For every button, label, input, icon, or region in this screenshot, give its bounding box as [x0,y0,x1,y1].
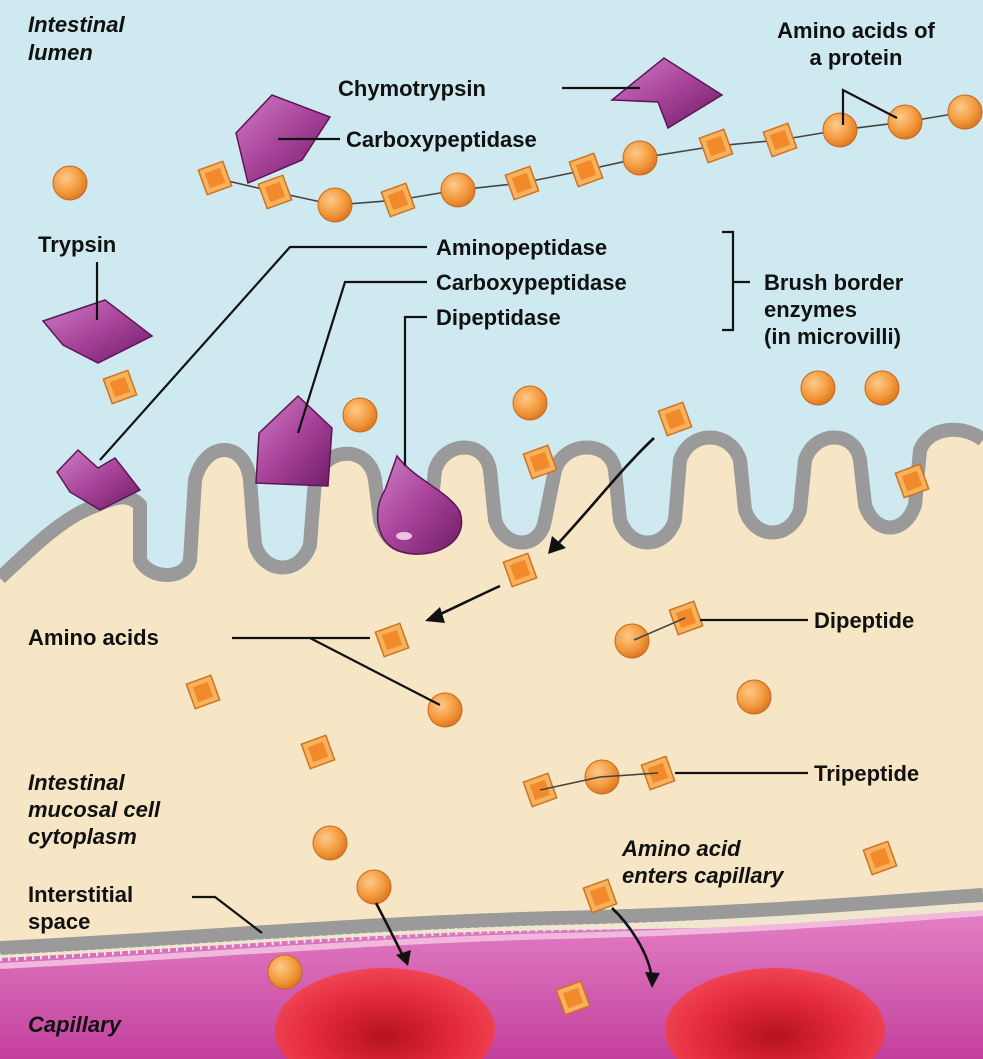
lumen-region-label: lumen [28,40,93,65]
amino-acid-cube-icon [657,401,693,437]
brush-border-label: enzymes [764,297,857,322]
amino-acid-sphere-icon [822,112,858,148]
amino-acid-cube-icon [374,622,410,658]
lumen-region-label: Intestinal [28,12,125,37]
arrowhead [645,972,660,988]
capillary-entry-label: enters capillary [622,863,785,888]
amino-acid-sphere-icon [887,104,923,140]
brush-border-label: (in microvilli) [764,324,901,349]
carboxypeptidase-brush-label: Carboxypeptidase [436,270,627,295]
arrowhead [396,950,411,966]
red-blood-cell-icon [275,968,495,1059]
brush-border-label: Brush border [764,270,904,295]
capillary-entry-arrow [611,907,654,981]
aminopeptidase-leader [99,245,427,461]
amino-acid-cube-icon [568,152,604,188]
aminopeptidase-label: Aminopeptidase [436,235,607,260]
amino-acid-cube-icon [504,165,540,201]
chymotrypsin-label: Chymotrypsin [338,76,486,101]
amino-acids-leader [232,636,441,706]
amino-acid-sphere-icon [312,825,348,861]
tripeptide-label: Tripeptide [814,761,919,786]
enzyme-aminopeptidase-icon [56,448,142,511]
amino-acid-cube-icon [380,182,416,218]
amino-acid-cube-icon [185,674,221,710]
amino-acid-cube-icon [522,444,558,480]
cytoplasm-region-label: Intestinal [28,770,125,795]
amino-acid-sphere-icon [800,370,836,406]
enzyme-carboxypeptidase-brush-icon [255,394,333,487]
capillary-wall [0,910,983,969]
amino-acid-cube-icon [762,122,798,158]
amino-acid-sphere-icon [356,869,392,905]
dipeptide-label: Dipeptide [814,608,914,633]
amino-acid-cube-icon [555,980,591,1016]
cytoplasm-region-label: cytoplasm [28,824,137,849]
amino-acid-sphere-icon [52,165,88,201]
protein-leader [841,88,898,125]
amino-acid-cube-icon [502,552,538,588]
red-blood-cell-icon [665,968,885,1059]
amino-acid-sphere-icon [342,397,378,433]
arrowhead [548,536,566,554]
dipeptidase-label: Dipeptidase [436,305,561,330]
amino-acid-cube-icon [257,174,293,210]
carboxypeptidase-lumen-label: Carboxypeptidase [346,127,537,152]
amino-acid-sphere-icon [267,954,303,990]
capillary-entry-label: Amino acid [621,836,741,861]
arrowhead [425,607,445,623]
amino-acid-cube-icon [698,128,734,164]
amino-acid-sphere-icon [440,172,476,208]
enzyme-chymotrypsin-icon [609,57,724,130]
amino-acid-sphere-icon [736,679,772,715]
amino-acid-cube-icon [197,160,233,196]
trypsin-label: Trypsin [38,232,116,257]
amino-acid-cube-icon [894,463,930,499]
amino-acid-sphere-icon [947,94,983,130]
amino-acid-cube-icon [862,840,898,876]
interstitial-leader [192,895,263,934]
interstitial-region-label: Interstitial [28,882,133,907]
absorption-arrow [551,437,655,551]
dipeptide-bond [633,617,686,641]
amino-acid-sphere-icon [622,140,658,176]
dipeptidase-leader [403,315,427,466]
brush-border-membrane [0,422,983,584]
amino-acid-sphere-icon [864,370,900,406]
cytoplasm-region-label: mucosal cell [28,797,161,822]
amino-acids-label: Amino acids [28,625,159,650]
interstitial-space-band [0,902,983,962]
amino-acid-sphere-icon [614,623,650,659]
amino-acid-sphere-icon [427,692,463,728]
protein-label: Amino acids of [777,18,935,43]
amino-acid-sphere-icon [317,187,353,223]
amino-acid-cube-icon [582,878,618,914]
amino-acid-cube-icon [300,734,336,770]
amino-acid-cube-icon [102,369,138,405]
carboxypeptidase-brush-leader [296,280,427,434]
interstitial-region-label: space [28,909,90,934]
amino-acid-sphere-icon [512,385,548,421]
enzyme-dipeptidase-icon [376,454,463,555]
amino-acid-cube-icon [668,600,704,636]
enzyme-trypsin-icon [41,299,154,364]
cytoplasm-background [0,429,983,1059]
interstitial-membrane-upper [0,888,983,955]
brush-border-bracket [722,230,750,332]
tripeptide-bond [539,772,659,791]
protein-label: a protein [810,45,903,70]
enzyme-highlight [396,532,412,540]
capillary-region-label: Capillary [28,1012,123,1037]
